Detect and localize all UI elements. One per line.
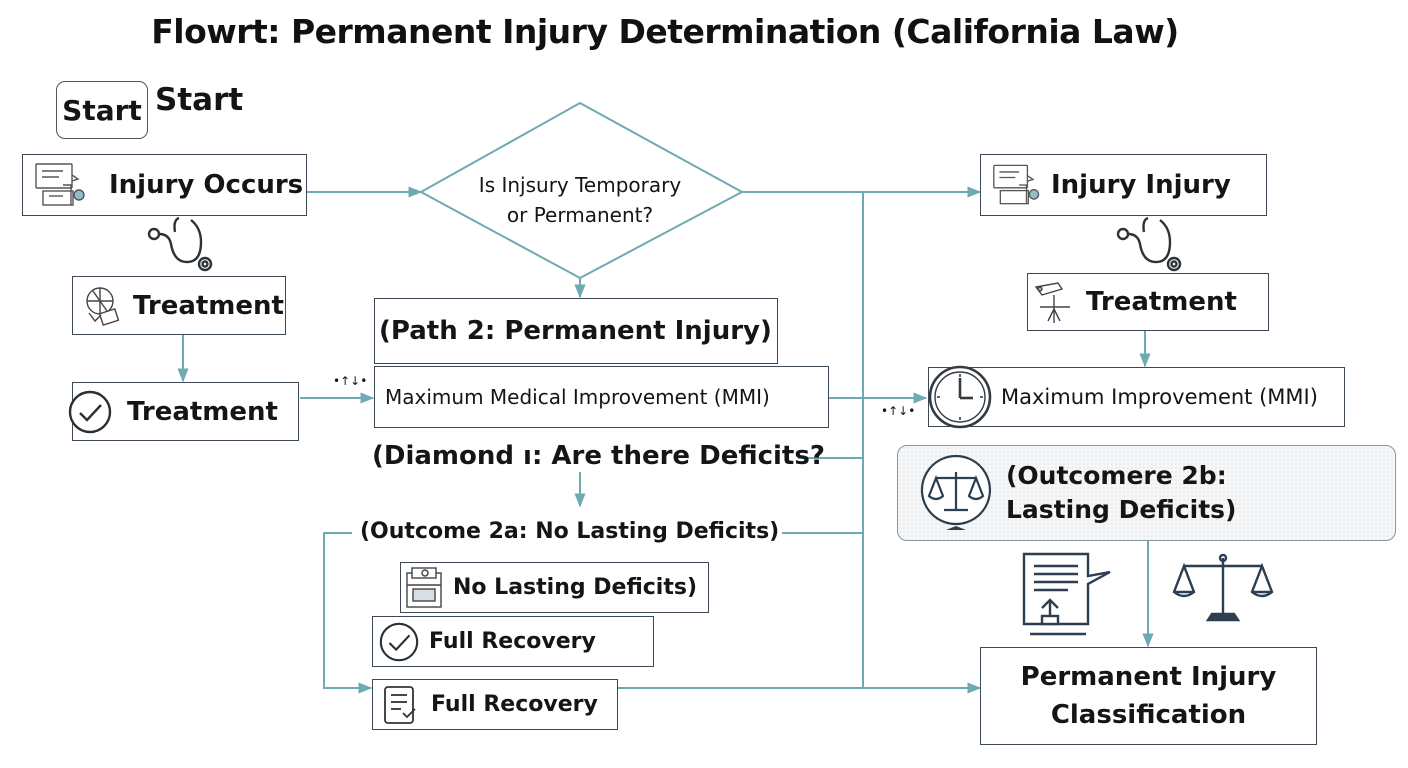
- start-node-label: Start: [62, 93, 142, 127]
- scales-icon: [1170, 552, 1276, 631]
- stethoscope-icon: [1112, 214, 1184, 281]
- stethoscope-icon: [143, 214, 215, 281]
- report-icon: [991, 161, 1047, 209]
- diamond1-label: (Diamond ı: Are there Deficits?: [372, 441, 825, 471]
- start-node[interactable]: Start: [56, 81, 148, 139]
- full-recovery-node-1[interactable]: Full Recovery: [372, 616, 654, 667]
- classification-node[interactable]: Permanent Injury Classification: [980, 647, 1317, 745]
- no-lasting-label: No Lasting Deficits): [453, 575, 698, 600]
- checklist-icon: [381, 683, 421, 727]
- checkmark-circle-icon: [67, 389, 113, 435]
- outcome2b-node[interactable]: (Outcomere 2b: Lasting Deficits): [897, 445, 1396, 541]
- folder-icon: [403, 565, 447, 611]
- classification-line-2: Classification: [1050, 700, 1247, 730]
- treatment-right-node[interactable]: Treatment: [1027, 273, 1269, 331]
- treatment-left-node[interactable]: Treatment: [72, 276, 286, 335]
- outcome2b-line-1: (Outcomere 2b:: [1006, 461, 1227, 490]
- edge-mark-left: •↑↓•: [333, 374, 368, 388]
- treatment-check-node[interactable]: Treatment: [68, 382, 299, 441]
- page-title: Flowrt: Permanent Injury Determination (…: [151, 12, 1179, 51]
- edge-mark-right: •↑↓•: [881, 404, 916, 418]
- decision-diamond[interactable]: Is Injsury Temporary or Permanent?: [440, 170, 720, 230]
- path2-node[interactable]: (Path 2: Permanent Injury): [374, 298, 778, 364]
- edge-outcome2a-loop: [323, 532, 373, 694]
- checkmark-circle-icon: [377, 620, 421, 664]
- outcome2a-label: (Outcome 2a: No Lasting Deficits): [360, 519, 780, 544]
- injury-injury-label: Injury Injury: [1051, 170, 1231, 200]
- classification-line-1: Permanent Injury: [1020, 662, 1277, 692]
- report-icon: [33, 161, 93, 209]
- treatment-left-label: Treatment: [133, 290, 284, 321]
- full-recovery-label-1: Full Recovery: [429, 629, 596, 654]
- no-lasting-node[interactable]: No Lasting Deficits): [400, 562, 709, 613]
- scales-icon: [918, 454, 994, 532]
- clock-icon: [927, 364, 993, 430]
- treatment-right-label: Treatment: [1086, 287, 1237, 317]
- outcome2b-line-2: Lasting Deficits): [1006, 495, 1237, 524]
- start-side-label: Start: [155, 82, 244, 118]
- mmi-right-label: Maximum Improvement (MMI): [1001, 385, 1318, 409]
- mmi-label: Maximum Medical Improvement (MMI): [385, 385, 770, 409]
- decision-diamond-shape: [418, 101, 745, 280]
- mmi-node[interactable]: Maximum Medical Improvement (MMI): [374, 366, 829, 428]
- treatment-check-label: Treatment: [127, 396, 278, 427]
- decision-line-2: or Permanent?: [506, 203, 654, 227]
- path2-label: (Path 2: Permanent Injury): [379, 316, 772, 346]
- bandage-icon: [81, 283, 125, 329]
- mmi-right-node[interactable]: Maximum Improvement (MMI): [927, 364, 1345, 430]
- decision-line-1: Is Injsury Temporary: [478, 173, 682, 197]
- document-upload-icon: [1020, 550, 1116, 643]
- full-recovery-label-2: Full Recovery: [431, 692, 598, 717]
- full-recovery-node-2[interactable]: Full Recovery: [372, 679, 618, 730]
- injury-injury-node[interactable]: Injury Injury: [980, 154, 1267, 216]
- injury-occurs-node[interactable]: Injury Occurs: [22, 154, 307, 216]
- crutch-icon: [1032, 277, 1078, 327]
- injury-occurs-label: Injury Occurs: [109, 170, 304, 200]
